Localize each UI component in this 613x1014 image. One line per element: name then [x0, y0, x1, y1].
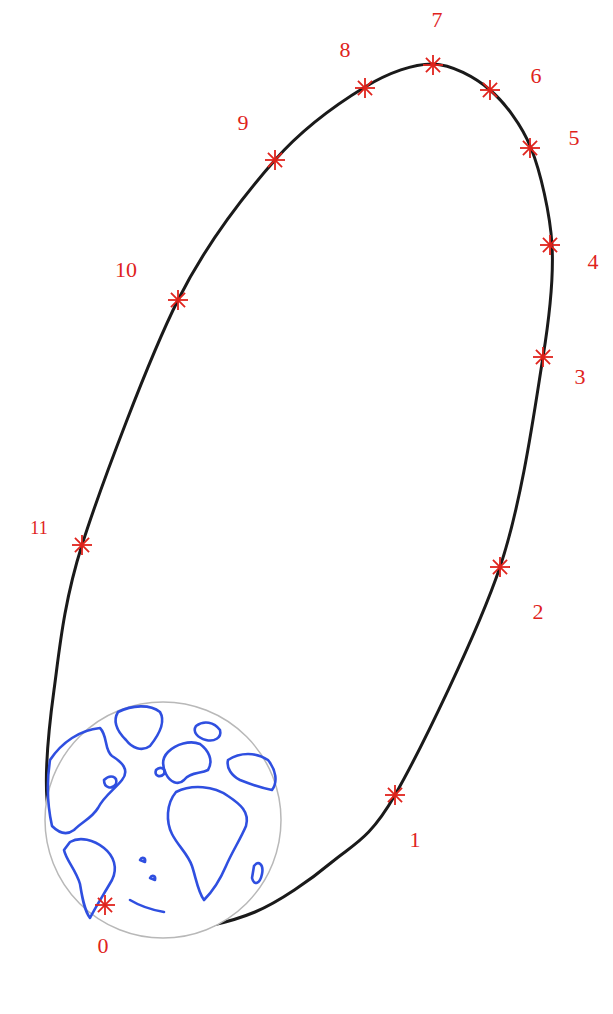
callout-number: 1: [410, 829, 421, 851]
orbit-marker: [533, 347, 553, 367]
earth-globe: [45, 702, 281, 938]
callout-number: 10: [115, 259, 137, 281]
callout-number: 3: [575, 366, 586, 388]
callout-number: 4: [588, 251, 599, 273]
orbit-marker: [490, 557, 510, 577]
orbit-marker: [72, 535, 92, 555]
orbit-marker: [520, 138, 540, 158]
orbit-marker: [355, 78, 375, 98]
orbit-marker: [168, 290, 188, 310]
callout-number: 2: [533, 601, 544, 623]
orbit-marker: [540, 235, 560, 255]
callout-number: 11: [30, 519, 47, 537]
orbit-marker: [423, 55, 443, 75]
orbit-marker: [480, 80, 500, 100]
callout-number: 8: [340, 39, 351, 61]
callout-number: 5: [569, 127, 580, 149]
callout-number: 7: [432, 9, 443, 31]
orbit-marker: [95, 895, 115, 915]
callout-number: 0: [98, 935, 109, 957]
orbit-marker: [265, 150, 285, 170]
callout-number: 6: [531, 65, 542, 87]
orbit-marker: [385, 785, 405, 805]
callout-number: 9: [238, 112, 249, 134]
